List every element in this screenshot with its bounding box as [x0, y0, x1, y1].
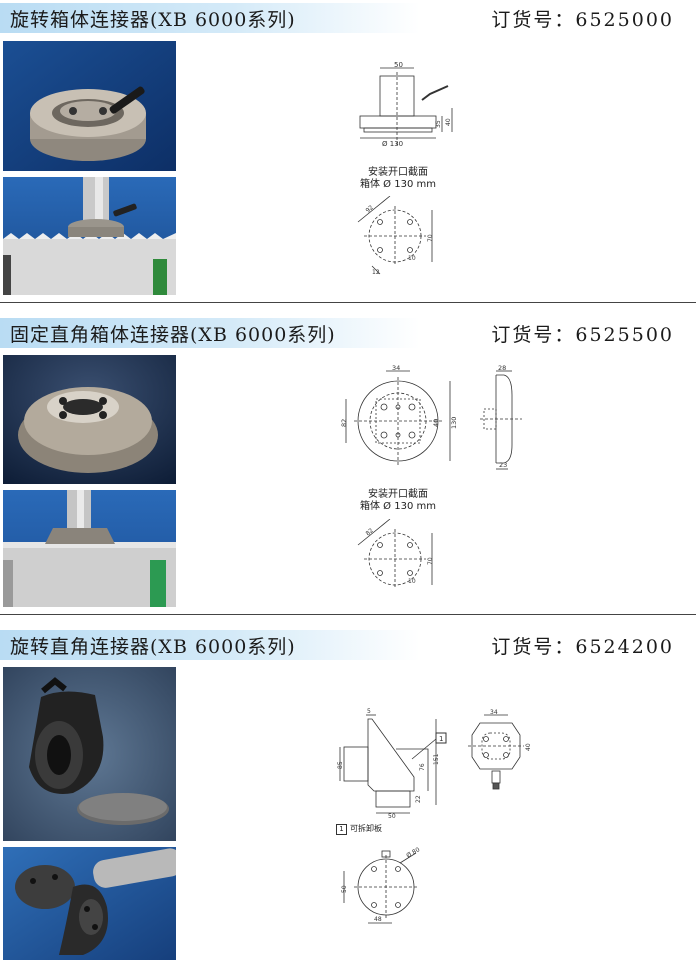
dim-10: 10 — [408, 578, 416, 585]
section-rotating-enclosure-connector: 旋转箱体连接器(XB 6000系列) 订货号：6525000 — [0, 0, 696, 300]
mounting-cutout-caption: 安装开口截面 箱体 Ø 130 mm — [350, 167, 446, 191]
dim-34: 34 — [490, 709, 498, 716]
section-divider — [0, 614, 696, 615]
section-rotating-angle-connector: 旋转直角连接器(XB 6000系列) 订货号：6524200 — [0, 627, 696, 963]
dim-23: 23 — [499, 461, 507, 469]
product-photo-installed — [3, 490, 176, 607]
header-bar — [0, 318, 420, 348]
legend-text: 可拆卸板 — [350, 824, 382, 833]
product-photo-top — [3, 667, 176, 841]
technical-drawing-side-view: 5 85 151 76 50 22 1 — [336, 707, 456, 823]
section-title: 旋转箱体连接器(XB 6000系列) — [10, 9, 296, 31]
dim-5: 5 — [367, 708, 371, 715]
section-title: 固定直角箱体连接器(XB 6000系列) — [10, 324, 336, 346]
section-title: 旋转直角连接器(XB 6000系列) — [10, 636, 296, 658]
dim-12: 12 — [372, 269, 380, 276]
dim-40: 40 — [525, 743, 532, 751]
product-photo-top — [3, 41, 176, 171]
product-photo-top — [3, 355, 176, 484]
technical-drawing-cutout: Ø 80 50 48 — [336, 846, 436, 931]
caption-line-1: 安装开口截面 — [368, 167, 428, 178]
dim-diameter-80: Ø 80 — [405, 847, 421, 859]
dim-82: 82 — [365, 527, 375, 537]
dim-92: 92 — [365, 204, 375, 214]
dim-48: 48 — [374, 916, 382, 923]
caption-line-1: 安装开口截面 — [368, 489, 428, 500]
dim-22: 22 — [415, 795, 422, 803]
dim-50: 50 — [341, 885, 348, 893]
dim-82: 82 — [340, 419, 348, 427]
product-photo-installed — [3, 177, 176, 295]
dim-85: 85 — [337, 761, 344, 769]
dim-height-35: 35 — [435, 120, 442, 128]
order-number: 订货号：6525500 — [491, 324, 674, 346]
dim-70: 70 — [427, 234, 434, 242]
dim-28: 28 — [498, 365, 506, 372]
header-bar — [0, 630, 420, 660]
dim-70: 70 — [427, 557, 434, 565]
order-number: 订货号：6524200 — [491, 636, 674, 658]
dim-50: 50 — [388, 813, 396, 819]
section-header: 固定直角箱体连接器(XB 6000系列) 订货号：6525500 — [0, 315, 696, 351]
dim-10: 10 — [408, 255, 416, 262]
technical-drawing-top-view: 34 40 — [466, 709, 536, 803]
legend-number-box: 1 — [336, 824, 347, 835]
mounting-cutout-caption: 安装开口截面 箱体 Ø 130 mm — [350, 489, 446, 513]
section-header: 旋转直角连接器(XB 6000系列) 订货号：6524200 — [0, 627, 696, 663]
header-bar — [0, 3, 420, 33]
order-number: 订货号：6525000 — [491, 9, 674, 31]
dim-34: 34 — [392, 365, 400, 372]
section-fixed-angle-enclosure-connector: 固定直角箱体连接器(XB 6000系列) 订货号：6525500 — [0, 315, 696, 615]
dim-151: 151 — [433, 753, 440, 765]
technical-drawing-side-view: 50 Ø 130 35 40 — [350, 60, 460, 154]
technical-drawing-cutout: 82 70 10 — [350, 518, 445, 603]
caption-line-2: 箱体 Ø 130 mm — [360, 179, 436, 190]
dim-76: 76 — [419, 763, 426, 771]
dim-width: 50 — [394, 61, 403, 69]
callout-number: 1 — [439, 735, 443, 743]
dim-diameter: Ø 130 — [382, 140, 403, 148]
technical-drawing-cutout: 92 70 12 10 — [350, 195, 445, 280]
technical-drawing-front-view: 34 82 40 130 — [336, 364, 466, 474]
technical-drawing-side-profile: 28 23 — [478, 364, 528, 479]
dim-40: 40 — [432, 419, 440, 427]
dim-height-40: 40 — [445, 118, 452, 126]
dim-130: 130 — [450, 417, 458, 429]
section-header: 旋转箱体连接器(XB 6000系列) 订货号：6525000 — [0, 0, 696, 36]
section-divider — [0, 302, 696, 303]
product-photo-detail — [3, 847, 176, 960]
caption-line-2: 箱体 Ø 130 mm — [360, 501, 436, 512]
